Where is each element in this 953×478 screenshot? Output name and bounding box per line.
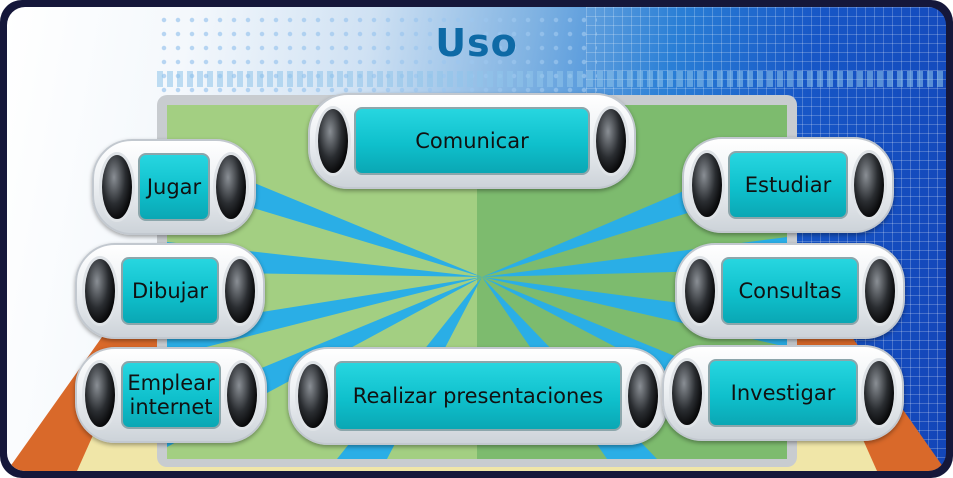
left-cap-icon: [685, 259, 715, 323]
dibujar-button[interactable]: Dibujar: [75, 243, 265, 339]
estudiar-button[interactable]: Estudiar: [682, 137, 894, 233]
right-cap-icon: [854, 153, 884, 217]
left-cap-icon: [672, 361, 702, 425]
slide-background: Uso Comunicar Jugar Estudiar Dibujar: [7, 7, 946, 471]
right-cap-icon: [864, 361, 894, 425]
left-cap-icon: [298, 364, 328, 428]
right-cap-icon: [596, 109, 626, 173]
background-dots: [157, 13, 597, 103]
right-cap-icon: [865, 259, 895, 323]
jugar-label: Jugar: [138, 153, 210, 221]
background-stripe: [157, 71, 946, 87]
right-cap-icon: [227, 363, 257, 427]
realizar-presentaciones-label: Realizar presentaciones: [334, 361, 622, 431]
right-cap-icon: [628, 364, 658, 428]
left-cap-icon: [85, 259, 115, 323]
comunicar-button[interactable]: Comunicar: [308, 93, 636, 189]
jugar-button[interactable]: Jugar: [92, 139, 256, 235]
comunicar-label: Comunicar: [354, 107, 590, 175]
left-cap-icon: [692, 153, 722, 217]
right-cap-icon: [225, 259, 255, 323]
consultas-button[interactable]: Consultas: [675, 243, 905, 339]
dibujar-label: Dibujar: [121, 257, 219, 325]
page-title: Uso: [435, 21, 518, 65]
realizar-presentaciones-button[interactable]: Realizar presentaciones: [288, 347, 668, 445]
left-cap-icon: [318, 109, 348, 173]
estudiar-label: Estudiar: [728, 151, 848, 219]
investigar-label: Investigar: [708, 359, 858, 427]
left-cap-icon: [102, 155, 132, 219]
left-cap-icon: [85, 363, 115, 427]
emplear-internet-button[interactable]: Emplear internet: [75, 347, 267, 443]
consultas-label: Consultas: [721, 257, 859, 325]
emplear-internet-label: Emplear internet: [121, 361, 221, 429]
investigar-button[interactable]: Investigar: [662, 345, 904, 441]
right-cap-icon: [216, 155, 246, 219]
